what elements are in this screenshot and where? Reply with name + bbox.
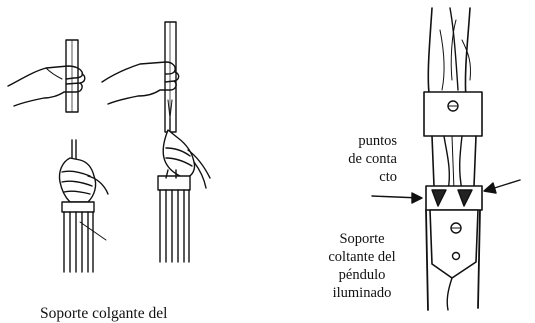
support-label: Soporte coltante del péndulo iluminado — [312, 230, 412, 302]
figure-caption: Soporte colgante del — [40, 305, 168, 322]
contact-point-left — [431, 189, 447, 207]
upper-screw — [447, 100, 459, 112]
support-label-line: coltante del — [328, 249, 396, 265]
support-label-line: Soporte — [339, 231, 385, 247]
contact-points-label: puntos de conta cto — [305, 132, 397, 186]
contact-points-label-line: cto — [379, 169, 397, 185]
hand-with-strings-right — [157, 129, 211, 263]
contact-arrow-right — [483, 179, 521, 194]
contact-arrow-left — [371, 192, 423, 204]
support-label-line: iluminado — [332, 285, 392, 301]
lower-screw — [450, 222, 462, 234]
hand-holding-rod-left — [7, 39, 86, 113]
pendulum-suspension-apparatus — [423, 7, 483, 311]
contact-point-right — [457, 189, 473, 207]
hand-with-strings-left — [58, 139, 109, 273]
hand-holding-rod-right — [101, 21, 180, 135]
contact-points-label-line: puntos — [358, 133, 397, 149]
contact-points-label-line: de conta — [348, 151, 397, 167]
support-label-line: péndulo — [338, 267, 386, 283]
